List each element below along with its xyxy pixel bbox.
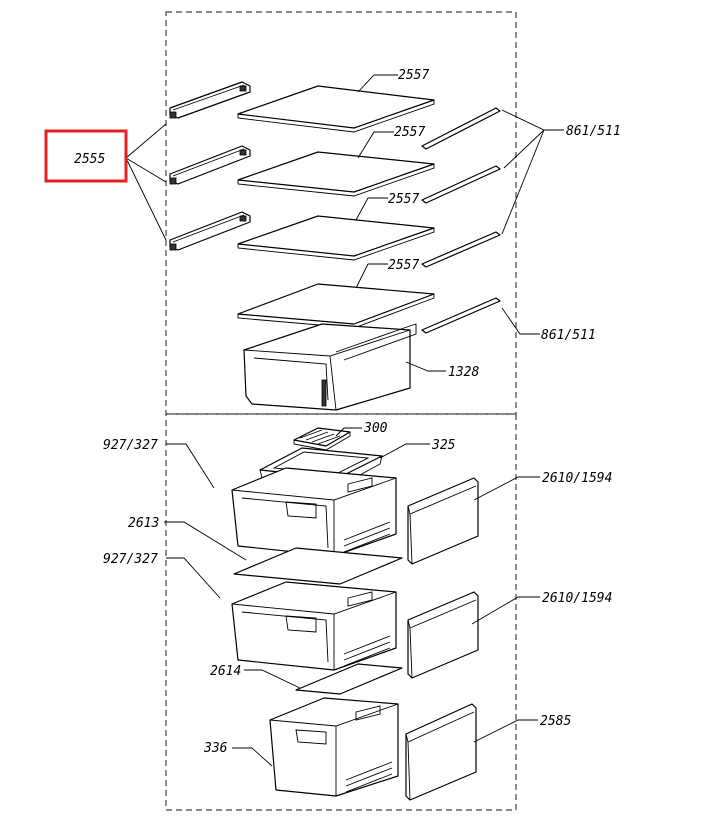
shelf-rail-part bbox=[169, 81, 251, 119]
callout-2610-1594: 2610/1594 bbox=[542, 591, 612, 606]
callout-2557: 2557 bbox=[394, 125, 425, 140]
drawer-front-part bbox=[407, 591, 479, 679]
callout-861-511: 861/511 bbox=[566, 124, 621, 139]
callout-2614: 2614 bbox=[210, 664, 241, 679]
callout-336: 336 bbox=[203, 741, 228, 756]
glass-shelf-part bbox=[237, 151, 435, 197]
drawer-front-part bbox=[407, 477, 479, 565]
drawer-front-part bbox=[405, 703, 477, 801]
callout-325: 325 bbox=[431, 438, 456, 453]
divider-plate-part bbox=[295, 663, 403, 695]
drawer-part bbox=[231, 467, 397, 557]
leader-lines bbox=[125, 74, 564, 767]
shelf-trim-part bbox=[421, 107, 501, 150]
callout-2613: 2613 bbox=[128, 516, 159, 531]
callout-2557: 2557 bbox=[388, 258, 419, 273]
callout-927-327: 927/327 bbox=[103, 438, 158, 453]
small-tray-part bbox=[293, 427, 351, 451]
lower-compartment-frame bbox=[165, 413, 517, 811]
selection-highlight-box bbox=[44, 129, 128, 183]
shelf-trim-part bbox=[421, 231, 501, 268]
shelf-rail-part bbox=[169, 145, 251, 185]
drawer-part bbox=[231, 581, 397, 671]
shelf-trim-part bbox=[421, 165, 501, 204]
upper-compartment-frame bbox=[165, 11, 517, 415]
callout-2557: 2557 bbox=[398, 68, 429, 83]
shelf-trim-part bbox=[421, 297, 501, 334]
shelf-rail-part bbox=[169, 211, 251, 251]
callout-300: 300 bbox=[363, 421, 388, 436]
callout-2555: 2555 bbox=[74, 152, 105, 167]
glass-shelf-part bbox=[237, 215, 435, 261]
freezer-drawer-part bbox=[269, 697, 399, 797]
callout-861-511: 861/511 bbox=[541, 328, 596, 343]
crisper-drawer-part bbox=[243, 323, 417, 411]
callout-2585: 2585 bbox=[540, 714, 571, 729]
callout-927-327: 927/327 bbox=[103, 552, 158, 567]
callout-2610-1594: 2610/1594 bbox=[542, 471, 612, 486]
glass-shelf-part bbox=[237, 283, 435, 329]
glass-shelf-part bbox=[237, 85, 435, 133]
callout-1328: 1328 bbox=[448, 365, 479, 380]
callout-2557: 2557 bbox=[388, 192, 419, 207]
divider-plate-part bbox=[233, 547, 403, 585]
